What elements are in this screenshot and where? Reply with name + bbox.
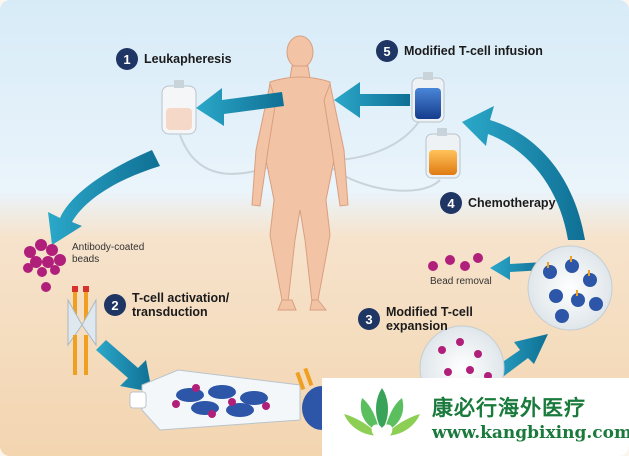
leukapheresis-bag — [161, 80, 197, 135]
lotus-icon — [344, 388, 420, 442]
step-4-badge: 4 — [440, 192, 462, 214]
culture-flask — [129, 369, 301, 431]
bead-cluster — [23, 239, 66, 292]
patient-figure — [251, 35, 349, 311]
beads-annotation: Antibody-coated beads — [72, 242, 145, 265]
tcell-receptor-activation — [67, 286, 97, 375]
step-3-label: Modified T-cell expansion — [386, 305, 473, 333]
removed-beads — [428, 253, 483, 271]
arrow-bag-to-beads — [48, 150, 160, 245]
step-3-expansion: 3 Modified T-cell expansion — [358, 305, 473, 333]
arrow-bead-removal — [490, 256, 545, 280]
infusion-bag — [411, 72, 445, 123]
arrow-activation — [96, 340, 152, 392]
arrow-infusion — [334, 82, 410, 118]
step-5-infusion: 5 Modified T-cell infusion — [376, 40, 543, 62]
arrow-to-bag — [196, 88, 284, 126]
bead-removal-dish — [527, 245, 613, 331]
step-3-badge: 3 — [358, 308, 380, 330]
step-5-badge: 5 — [376, 40, 398, 62]
step-1-label: Leukapheresis — [144, 52, 232, 66]
arrow-expansion-up — [462, 106, 585, 240]
chemotherapy-bag — [425, 128, 461, 179]
watermark-logo — [322, 378, 629, 456]
step-4-chemotherapy: 4 Chemotherapy — [440, 192, 556, 214]
step-1-badge: 1 — [116, 48, 138, 70]
step-1-leukapheresis: 1 Leukapheresis — [116, 48, 232, 70]
bead-removal-annotation: Bead removal — [430, 276, 492, 287]
brand-name-cn: 康必行海外医疗 — [432, 395, 586, 420]
step-4-label: Chemotherapy — [468, 196, 556, 210]
iv-tube-chemo — [331, 167, 441, 192]
step-2-badge: 2 — [104, 294, 126, 316]
step-5-label: Modified T-cell infusion — [404, 44, 543, 58]
step-2-label: T-cell activation/ transduction — [132, 291, 230, 319]
brand-url: www.kangbixing.com — [432, 423, 629, 443]
step-2-activation: 2 T-cell activation/ transduction — [104, 291, 229, 319]
